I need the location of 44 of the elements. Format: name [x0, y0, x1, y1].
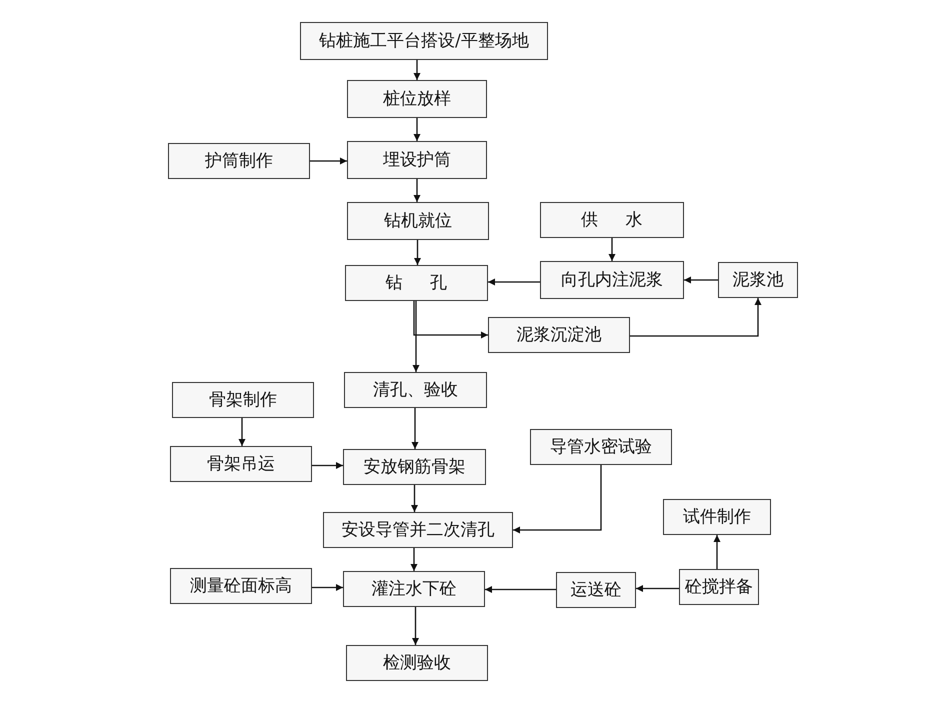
- arrow: [714, 535, 720, 569]
- arrow: [414, 60, 420, 80]
- process-box: 桩位放样: [347, 80, 487, 118]
- process-box: 灌注水下砼: [343, 571, 485, 607]
- process-box: 泥浆沉淀池: [488, 317, 630, 353]
- arrow: [312, 584, 343, 591]
- arrow: [310, 158, 347, 164]
- process-box: 安放钢筋骨架: [343, 449, 486, 485]
- arrow: [414, 240, 421, 265]
- process-box: 埋设护筒: [347, 141, 487, 179]
- arrow: [485, 586, 556, 593]
- process-box: 钻 孔: [345, 265, 488, 301]
- process-box: 钻机就位: [347, 202, 489, 240]
- arrow: [411, 485, 418, 512]
- arrow: [413, 301, 488, 338]
- process-box: 运送砼: [556, 572, 636, 608]
- arrow: [488, 278, 540, 286]
- process-box: 骨架制作: [172, 382, 314, 418]
- process-box: 向孔内注泥浆: [540, 261, 684, 299]
- process-box: 钻桩施工平台搭设/平整场地: [300, 22, 548, 60]
- process-box: 砼搅拌备: [679, 569, 759, 605]
- process-box: 检测验收: [346, 645, 488, 681]
- process-box: 安设导管并二次清孔: [323, 512, 513, 548]
- process-box: 试件制作: [663, 499, 771, 535]
- process-box: 泥浆池: [718, 262, 798, 298]
- process-box: 测量砼面标高: [170, 568, 312, 604]
- process-box: 护筒制作: [168, 143, 310, 179]
- process-box: 清孔、验收: [344, 372, 487, 408]
- arrow: [412, 301, 420, 372]
- arrow: [414, 179, 420, 202]
- arrow: [608, 238, 616, 261]
- arrow: [412, 408, 418, 449]
- process-box: 供 水: [540, 202, 684, 238]
- process-box: 导管水密试验: [530, 429, 672, 465]
- process-box: 骨架吊运: [170, 446, 312, 482]
- arrow: [238, 418, 246, 446]
- arrow: [414, 118, 420, 141]
- arrow: [410, 548, 418, 571]
- arrow: [684, 276, 718, 284]
- arrow: [412, 607, 419, 645]
- arrow: [513, 465, 602, 534]
- arrow: [630, 298, 762, 337]
- arrow: [636, 585, 679, 592]
- arrow: [312, 462, 343, 469]
